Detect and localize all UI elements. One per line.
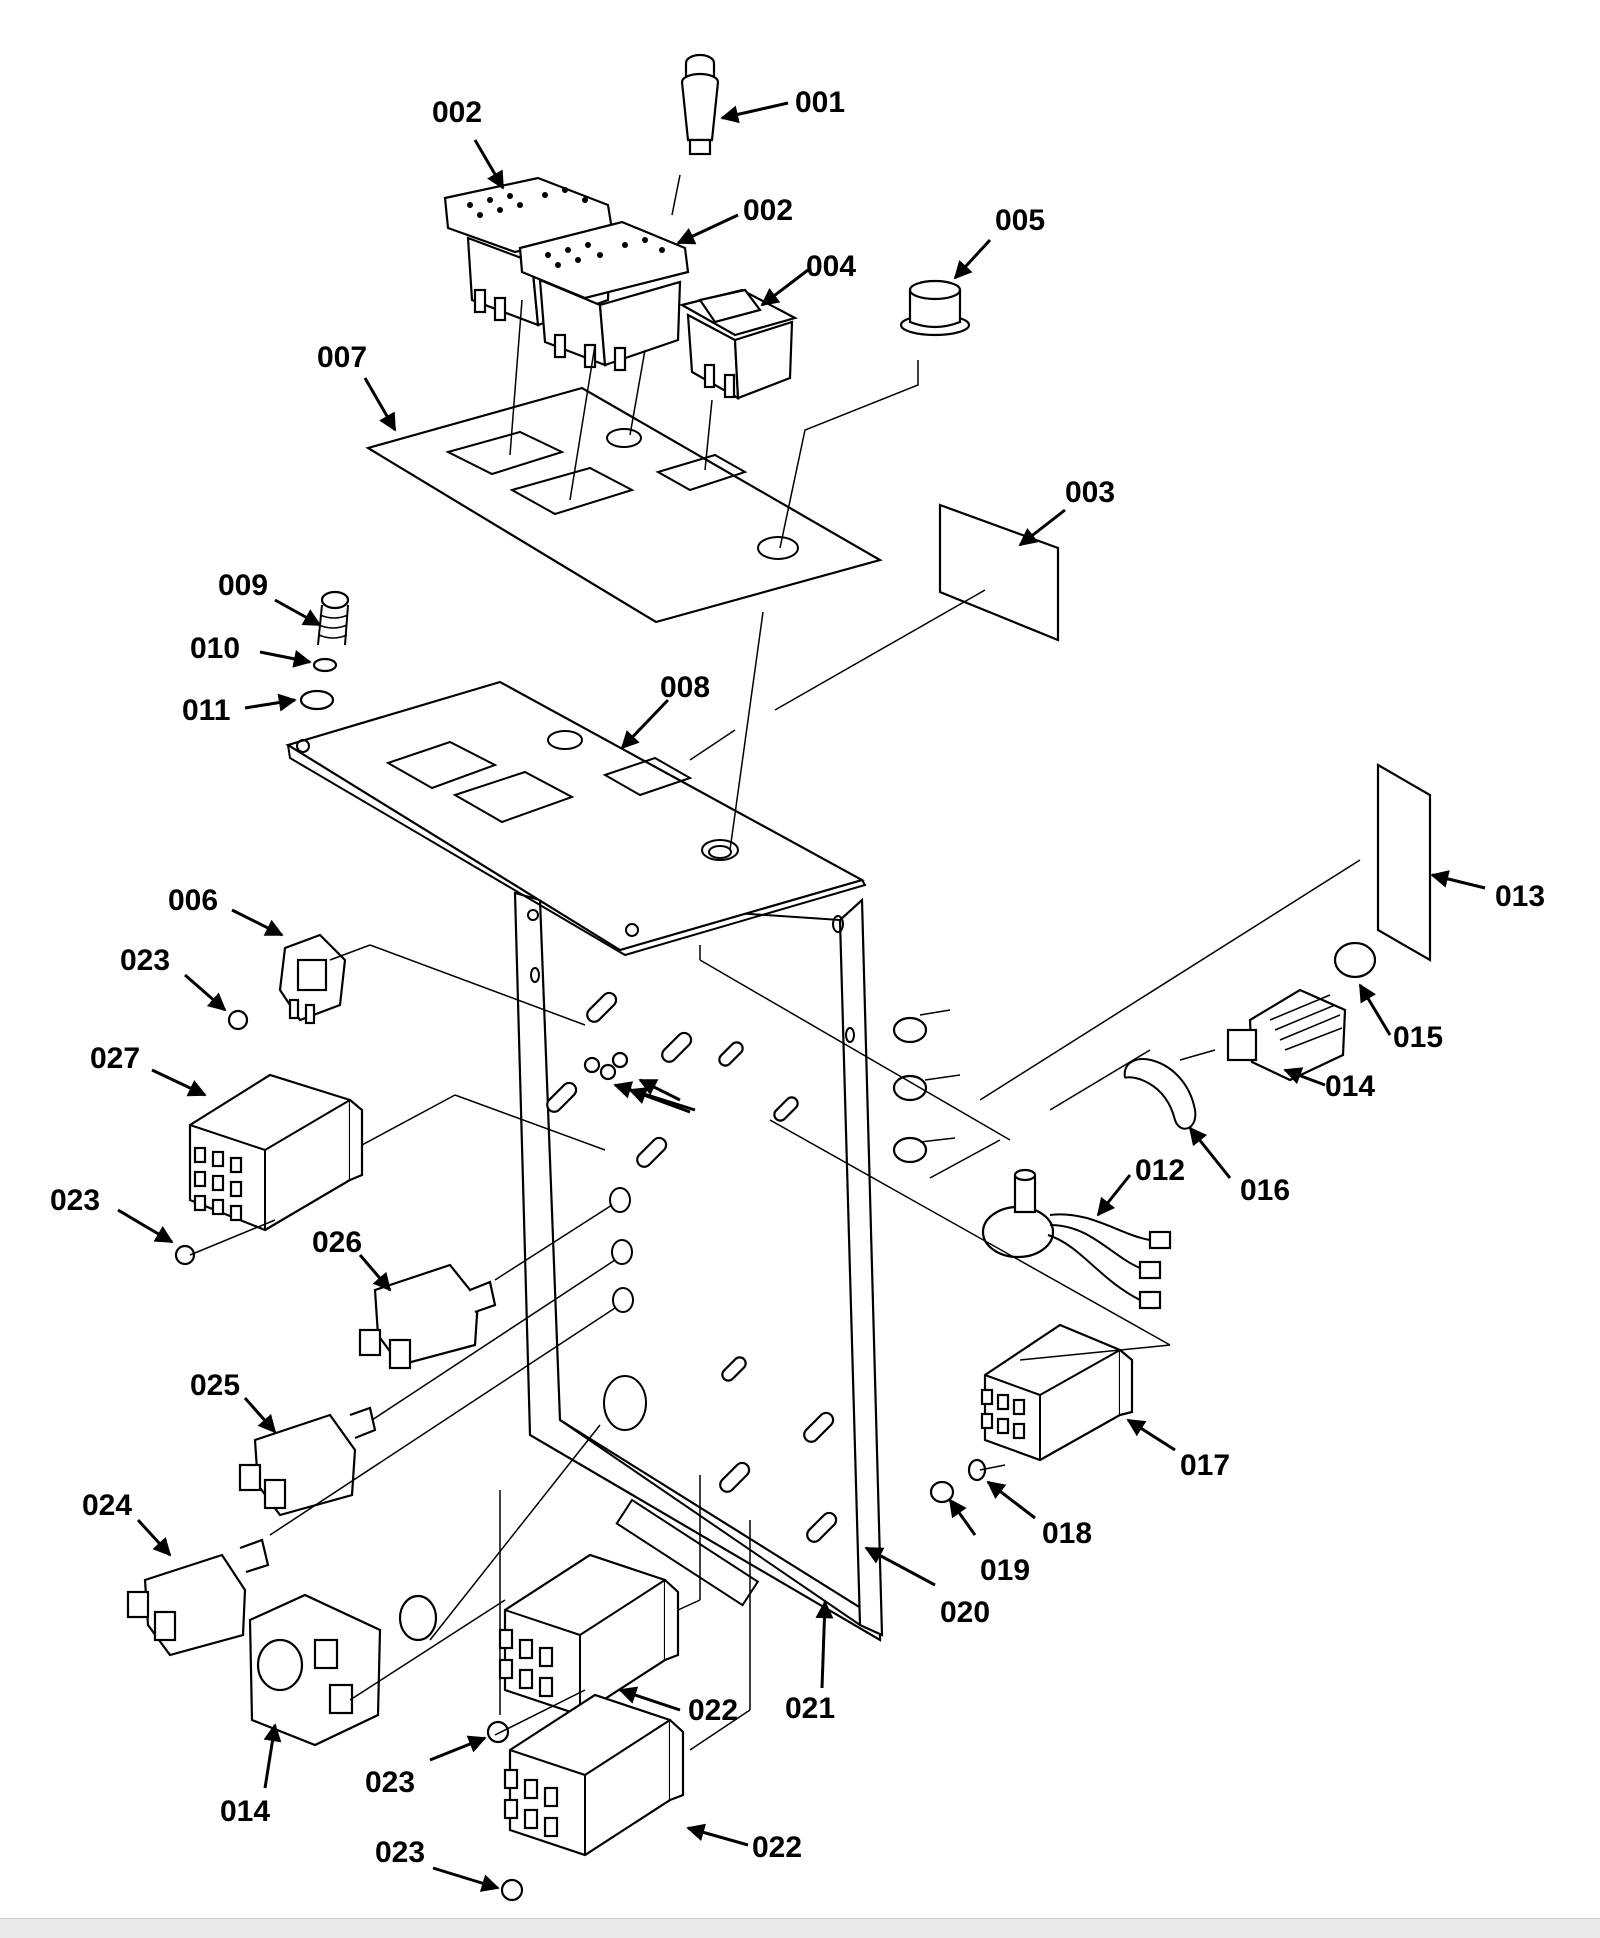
part-label-001: 001 [795,86,845,119]
rocker-switch-004 [679,288,798,400]
assembly-lines [189,174,1361,1751]
part-label-017: 017 [1180,1449,1230,1482]
nut-bottom [398,1594,438,1642]
relay-027 [188,1073,364,1232]
part-label-012: 012 [1135,1154,1185,1187]
nut-023-a [227,1009,249,1031]
nut-019 [929,1480,955,1504]
part-label-025: 025 [190,1369,240,1402]
part-label-018: 018 [1042,1517,1092,1550]
ring-016 [1123,1058,1197,1130]
standoffs [546,991,838,1543]
switch-026 [358,1263,497,1370]
callout-arrows [117,101,1486,1892]
lock-washer-018 [967,1458,987,1482]
screw-009 [317,590,350,646]
part-label-015: 015 [1393,1021,1443,1054]
part-label-009: 009 [218,569,268,602]
part-label-004: 004 [806,250,856,283]
part-label-006: 006 [168,884,218,917]
part-label-020: 020 [940,1596,990,1629]
nut-023-d [500,1878,524,1902]
bracket-020 [513,891,884,1642]
part-label-016: 016 [1240,1174,1290,1207]
nut-middle [892,1074,928,1102]
part-label-023: 023 [365,1766,415,1799]
part-label-005: 005 [995,204,1045,237]
part-label-003: 003 [1065,476,1115,509]
switch-025 [238,1406,377,1517]
part-labels: 001 002 002 003 004 005 006 007 008 009 … [50,86,1545,1869]
part-label-014: 014 [220,1795,270,1828]
part-label-019: 019 [980,1554,1030,1587]
part-label-014: 014 [1325,1070,1375,1103]
part-label-021: 021 [785,1692,835,1725]
part-label-022: 022 [688,1694,738,1727]
lock-washer-010 [312,657,338,673]
nut-023-c [486,1720,510,1744]
indicator-lamp-001 [680,53,720,156]
top-plate-008 [285,680,867,957]
part-label-007: 007 [317,341,367,374]
overlay-plate-007 [365,386,883,624]
part-label-010: 010 [190,632,240,665]
part-label-011: 011 [182,694,230,727]
part-label-024: 024 [82,1489,132,1522]
part-label-008: 008 [660,671,710,704]
nut-023-b [174,1244,196,1266]
bottom-strip [0,1918,1600,1938]
relay-022-upper [498,1553,680,1717]
relay-017 [980,1323,1134,1462]
part-label-002: 002 [743,194,793,227]
part-label-023: 023 [375,1836,425,1869]
part-label-027: 027 [90,1042,140,1075]
part-label-023: 023 [50,1184,100,1217]
part-label-002: 002 [432,96,482,129]
knob-005 [899,279,971,337]
potentiometer-012 [981,1168,1172,1310]
rocker-switch-002-right [518,220,690,372]
label-plate-013 [1376,763,1432,962]
key-015 [1333,941,1377,979]
connector-006 [278,933,347,1025]
switch-024 [126,1538,270,1657]
nut-upper [892,1016,928,1044]
nut-lower [892,1136,928,1164]
key-switch-014 [1226,988,1347,1082]
socket-014 [248,1593,382,1747]
label-plate-003 [938,503,1060,642]
flat-washer-011 [299,689,335,711]
part-label-026: 026 [312,1226,362,1259]
part-label-022: 022 [752,1831,802,1864]
part-label-023: 023 [120,944,170,977]
part-label-013: 013 [1495,880,1545,913]
relay-022-lower [503,1693,685,1857]
